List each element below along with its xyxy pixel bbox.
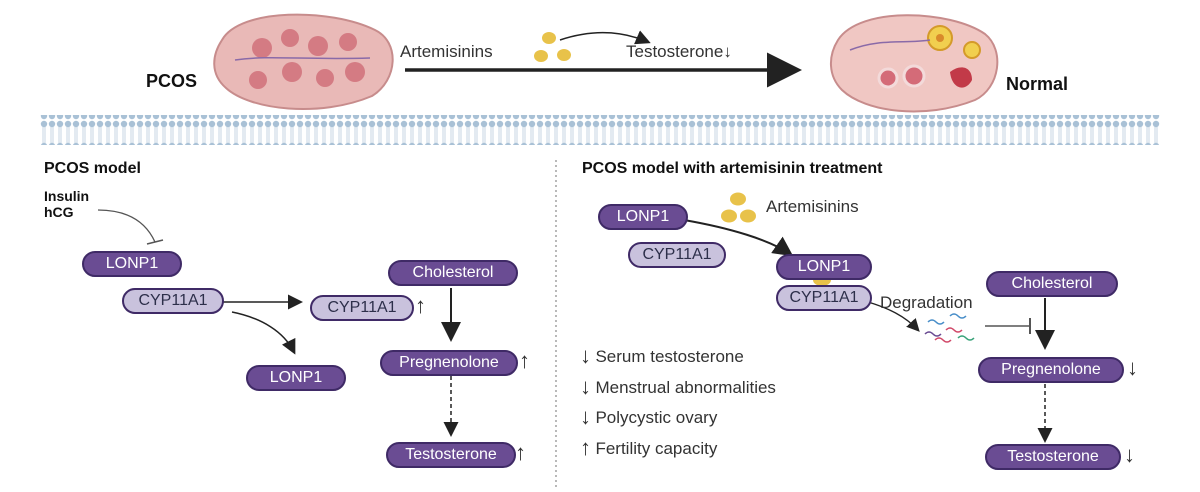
left-panel-title: PCOS model — [44, 160, 141, 177]
top-curved-arrow — [559, 30, 651, 45]
outcome-arrow: ↑ — [580, 435, 591, 460]
pcos-top-label: PCOS — [146, 71, 198, 91]
inhibit-line — [97, 209, 156, 243]
lonp1-top-left: LONP1 — [82, 251, 182, 277]
normal-top-label: Normal — [1006, 74, 1069, 94]
testosterone-up-arrow: ↑ — [515, 440, 526, 465]
pregnenolone-up-arrow: ↑ — [519, 348, 530, 373]
top-drug-label: Artemisinins — [400, 42, 493, 61]
degradation-fragments — [924, 313, 975, 343]
outcome-item: ↓ Serum testosterone — [580, 344, 744, 367]
outcome-item: ↓ Polycystic ovary — [580, 405, 717, 428]
pregnenolone-down-arrow: ↓ — [1127, 355, 1138, 380]
pregnenolone-left: Pregnenolone — [380, 350, 518, 376]
outcome-text: Serum testosterone — [595, 347, 744, 366]
arrow-cyp-to-lonp1 — [231, 311, 296, 355]
membrane-band — [40, 115, 1160, 145]
outcome-arrow: ↓ — [580, 343, 591, 368]
top-artemisinin-pills — [534, 32, 571, 62]
outcome-item: ↑ Fertility capacity — [580, 436, 717, 459]
testosterone-right: Testosterone — [985, 444, 1121, 470]
outcome-arrow: ↓ — [580, 404, 591, 429]
outcome-item: ↓ Menstrual abnormalities — [580, 375, 776, 398]
normal-ovary-illustration — [830, 14, 999, 113]
cyp11a1-right: CYP11A1 — [628, 242, 726, 268]
pregnenolone-right: Pregnenolone — [978, 357, 1124, 383]
top-effect-label: Testosterone↓ — [626, 42, 732, 61]
outcome-text: Polycystic ovary — [595, 408, 718, 427]
cholesterol-left: Cholesterol — [388, 260, 518, 286]
complex-cyp11a1: CYP11A1 — [776, 285, 872, 311]
right-drug-label: Artemisinins — [766, 197, 859, 216]
degradation-label: Degradation — [880, 293, 973, 312]
outcome-text: Fertility capacity — [595, 439, 718, 458]
testosterone-left: Testosterone — [386, 442, 516, 468]
lonp1-bottom-left: LONP1 — [246, 365, 346, 391]
cyp11a1-right-left: CYP11A1 — [310, 295, 414, 321]
arrow-lonp1-to-complex — [683, 219, 794, 257]
right-artemisinin-pills — [721, 192, 756, 223]
right-panel-title: PCOS model with artemisinin treatment — [582, 160, 883, 177]
inducer-hcg: hCG — [44, 204, 74, 220]
outcome-arrow: ↓ — [580, 374, 591, 399]
pcos-ovary-illustration — [213, 13, 394, 110]
inhibit-bar — [146, 239, 164, 245]
cholesterol-right: Cholesterol — [986, 271, 1118, 297]
outcome-text: Menstrual abnormalities — [595, 378, 776, 397]
arrow-complex-to-degradation — [867, 301, 920, 332]
testosterone-down-arrow: ↓ — [1124, 442, 1135, 467]
inducer-insulin: Insulin — [44, 188, 90, 204]
cyp11a1-left: CYP11A1 — [122, 288, 224, 314]
lonp1-right: LONP1 — [598, 204, 688, 230]
complex-lonp1: LONP1 — [776, 254, 872, 280]
cyp11a1-up-arrow: ↑ — [415, 293, 426, 318]
